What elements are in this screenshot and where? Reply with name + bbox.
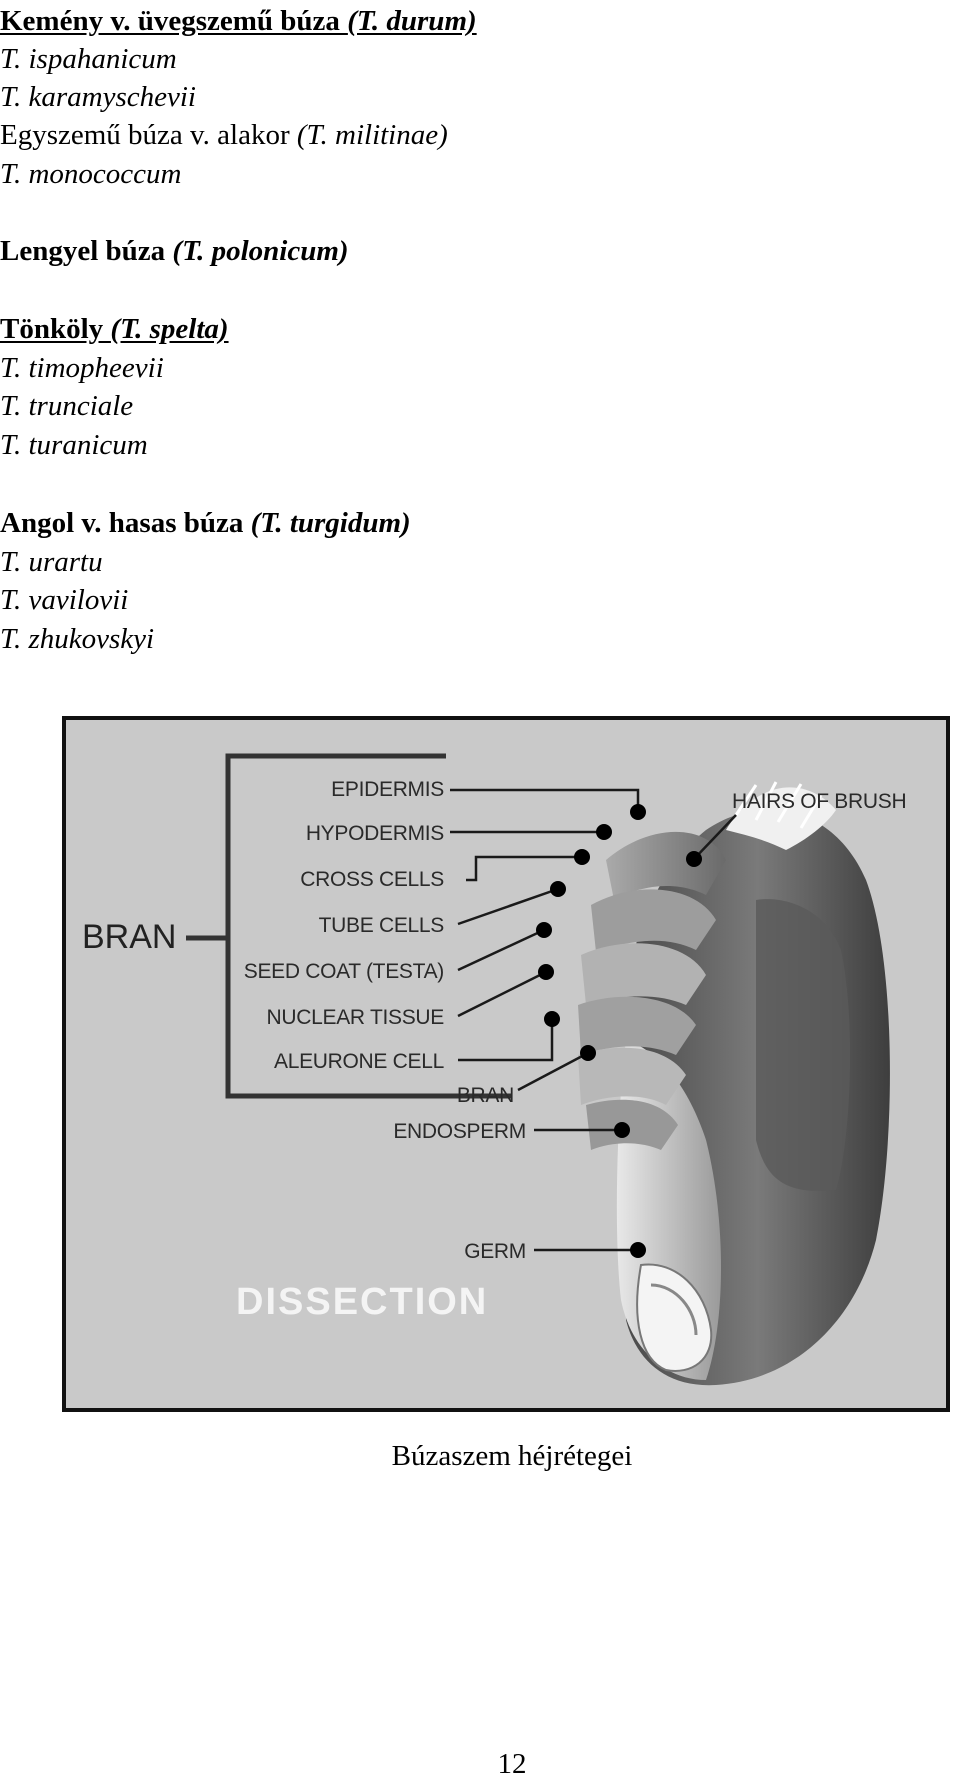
label-nuclear-tissue: NUCLEAR TISSUE [267,1006,445,1029]
label-hairs-of-brush: HAIRS OF BRUSH [732,790,906,813]
label-bran-sub: BRAN [457,1084,514,1107]
species-line-trunciale: T. trunciale [0,390,134,422]
label-aleurone-cell: ALEURONE CELL [274,1050,444,1073]
species-line-militinae: Egyszemű búza v. alakor (T. militinae) [0,119,448,151]
kernel-drawing [578,781,890,1386]
label-hypodermis: HYPODERMIS [306,822,444,845]
dissection-label: DISSECTION [236,1281,488,1323]
label-epidermis: EPIDERMIS [331,778,444,801]
species-line-turgidum: Angol v. hasas búza (T. turgidum) [0,507,411,539]
leader-dots [536,804,702,1258]
species-line-turanicum: T. turanicum [0,429,148,461]
species-line-durum: Kemény v. üvegszemű búza (T. durum) [0,5,477,37]
label-cross-cells: CROSS CELLS [300,868,444,891]
species-line-karamyschevii: T. karamyschevii [0,81,196,113]
species-line-ispahanicum: T. ispahanicum [0,43,177,75]
bran-main-label: BRAN [82,918,176,956]
bran-bracket [186,753,511,1099]
species-line-spelta: Tönköly (T. spelta) [0,313,229,345]
label-endosperm: ENDOSPERM [393,1120,526,1143]
species-line-urartu: T. urartu [0,546,103,578]
species-line-polonicum: Lengyel búza (T. polonicum) [0,235,349,267]
wheat-kernel-diagram: BRAN EPIDERMIS HYPODERMIS CROSS CELLS TU… [82,753,907,1386]
species-line-monococcum: T. monococcum [0,158,182,190]
species-line-zhukovskyi: T. zhukovskyi [0,623,155,655]
species-line-vavilovii: T. vavilovii [0,584,129,616]
label-tube-cells: TUBE CELLS [319,914,445,937]
species-line-timopheevii: T. timopheevii [0,352,164,384]
page-number: 12 [497,1748,527,1780]
wheat-kernel-figure: BRAN EPIDERMIS HYPODERMIS CROSS CELLS TU… [62,716,950,1412]
label-seed-coat: SEED COAT (TESTA) [244,960,444,983]
figure-caption: Búzaszem héjrétegei [391,1440,633,1472]
label-germ: GERM [464,1240,526,1263]
